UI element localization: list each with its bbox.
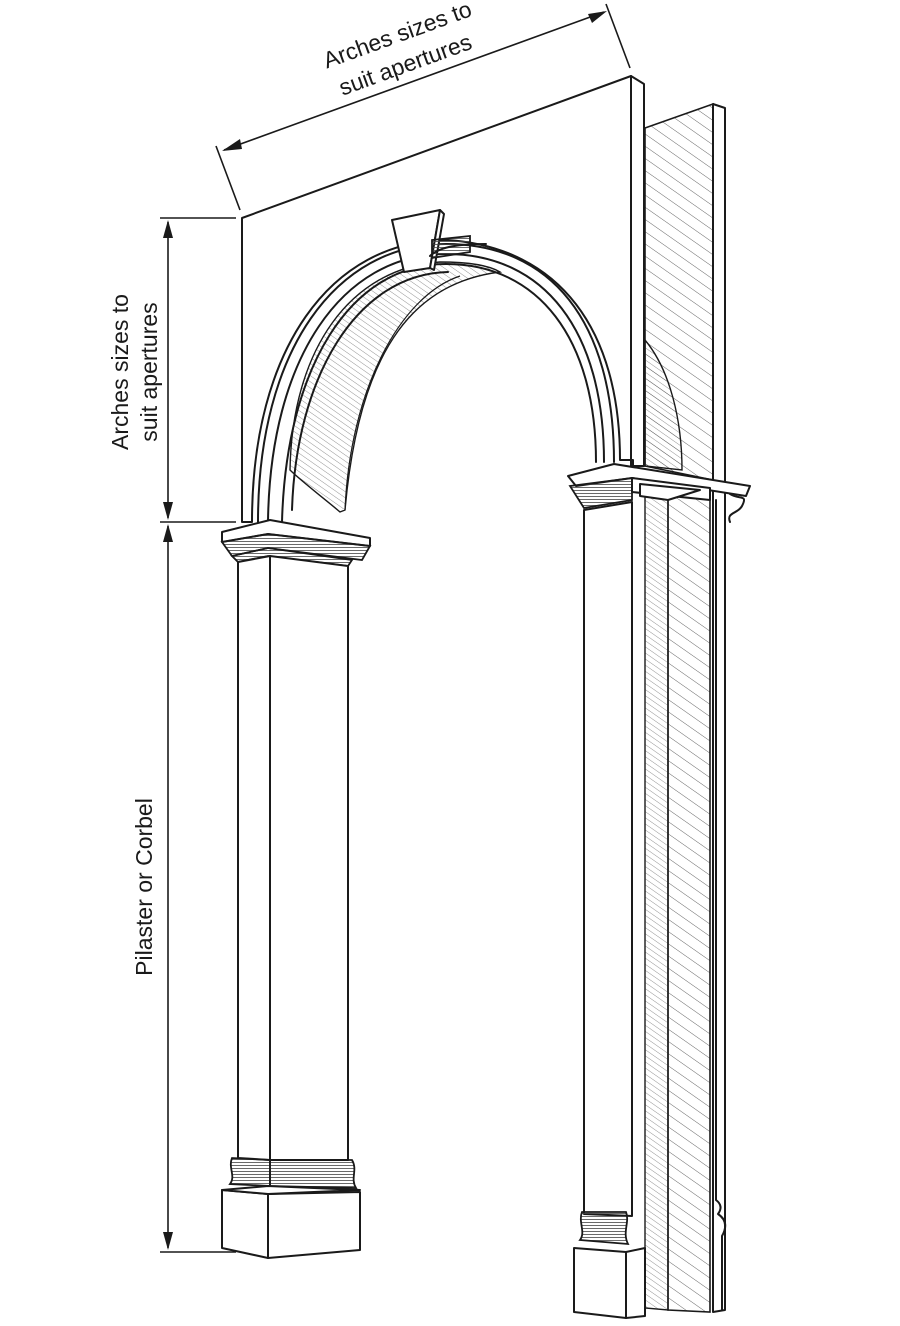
side-dimension-label-line2: suit apertures xyxy=(136,302,162,441)
keystone xyxy=(391,209,487,273)
pilaster-dimension xyxy=(160,524,236,1253)
top-dimension xyxy=(215,3,631,211)
wall-section xyxy=(644,102,727,1313)
side-dimension-label-line1: Arches sizes to xyxy=(107,294,133,450)
pilaster-dimension-label: Pilaster or Corbel xyxy=(131,798,157,976)
left-pilaster xyxy=(220,519,372,1259)
side-dimension xyxy=(160,217,236,523)
right-pilaster xyxy=(567,463,751,1319)
arch-panel xyxy=(241,75,683,523)
